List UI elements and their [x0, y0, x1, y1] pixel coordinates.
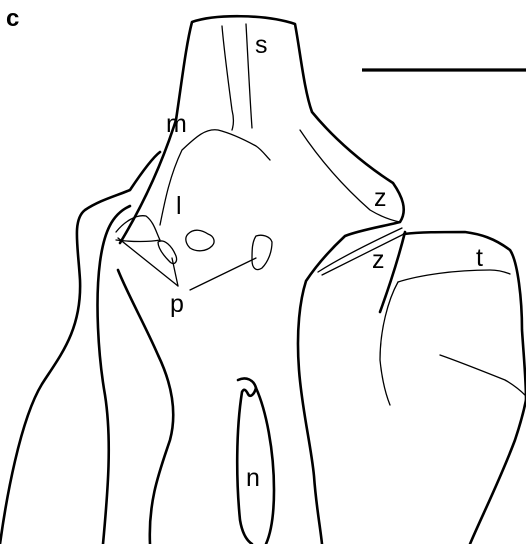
- label-n: n: [246, 464, 260, 492]
- right-block-outline: [404, 232, 526, 400]
- label-m: m: [166, 110, 187, 138]
- bump-right: [252, 235, 272, 269]
- notch-outline: [237, 378, 256, 544]
- inner-left-ridge: [98, 206, 130, 544]
- head-ridge-left: [222, 26, 234, 130]
- right-block-diag: [440, 355, 526, 396]
- pointer-line-3: [190, 258, 256, 290]
- joint-line-lower: [322, 234, 404, 275]
- right-block-inner-line: [380, 282, 398, 405]
- label-z-upper: z: [374, 184, 387, 212]
- label-z-lower: z: [372, 246, 385, 274]
- panel-label: c: [6, 5, 19, 32]
- left-lobe-outline: [0, 152, 160, 544]
- label-t: t: [476, 244, 483, 272]
- label-s: s: [255, 31, 268, 59]
- label-p: p: [170, 290, 184, 318]
- right-block-top-line: [398, 270, 510, 282]
- bump-left: [186, 230, 214, 251]
- inner-left-ridge-2: [118, 270, 173, 544]
- right-bottom-curve: [470, 400, 526, 544]
- label-l: l: [176, 192, 182, 220]
- bump-small-left: [158, 241, 177, 264]
- head-ridge-right: [246, 24, 252, 128]
